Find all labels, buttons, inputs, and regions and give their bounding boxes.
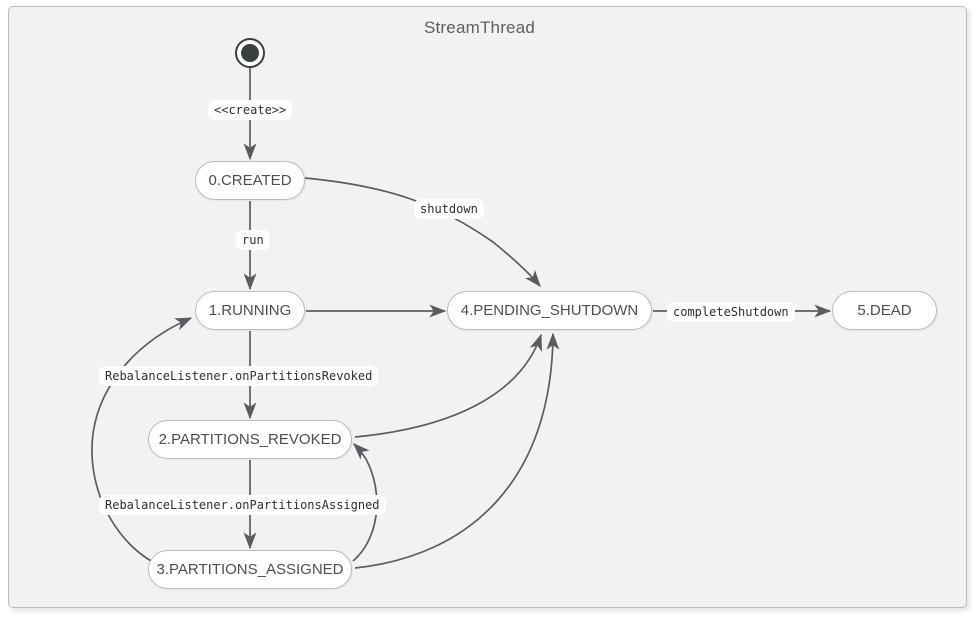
transition-label-partitions-revoked: RebalanceListener.onPartitionsRevoked [99, 366, 379, 386]
state-label-dead: 5.DEAD [857, 302, 912, 319]
state-label-pending-shutdown: 4.PENDING_SHUTDOWN [460, 302, 639, 319]
state-node-partitions-assigned[interactable]: 3.PARTITIONS_ASSIGNED [148, 550, 352, 589]
start-state-node [235, 38, 265, 68]
transition-label-run: run [236, 230, 270, 250]
state-label-created: 0.CREATED [208, 172, 292, 189]
state-node-created[interactable]: 0.CREATED [195, 161, 305, 200]
state-label-running: 1.RUNNING [208, 302, 292, 319]
transition-label-create: <<create>> [208, 100, 293, 120]
state-node-running[interactable]: 1.RUNNING [195, 291, 305, 330]
page-title: StreamThread [423, 18, 536, 37]
transition-label-shutdown: shutdown [414, 199, 484, 219]
transition-label-partitions-assigned: RebalanceListener.onPartitionsAssigned [99, 495, 386, 515]
state-node-pending-shutdown[interactable]: 4.PENDING_SHUTDOWN [447, 291, 652, 330]
state-label-partitions-revoked: 2.PARTITIONS_REVOKED [158, 431, 342, 448]
state-node-partitions-revoked[interactable]: 2.PARTITIONS_REVOKED [148, 420, 352, 459]
state-label-partitions-assigned: 3.PARTITIONS_ASSIGNED [156, 561, 344, 578]
state-node-dead[interactable]: 5.DEAD [832, 291, 937, 330]
transition-label-complete-shutdown: completeShutdown [667, 302, 795, 322]
